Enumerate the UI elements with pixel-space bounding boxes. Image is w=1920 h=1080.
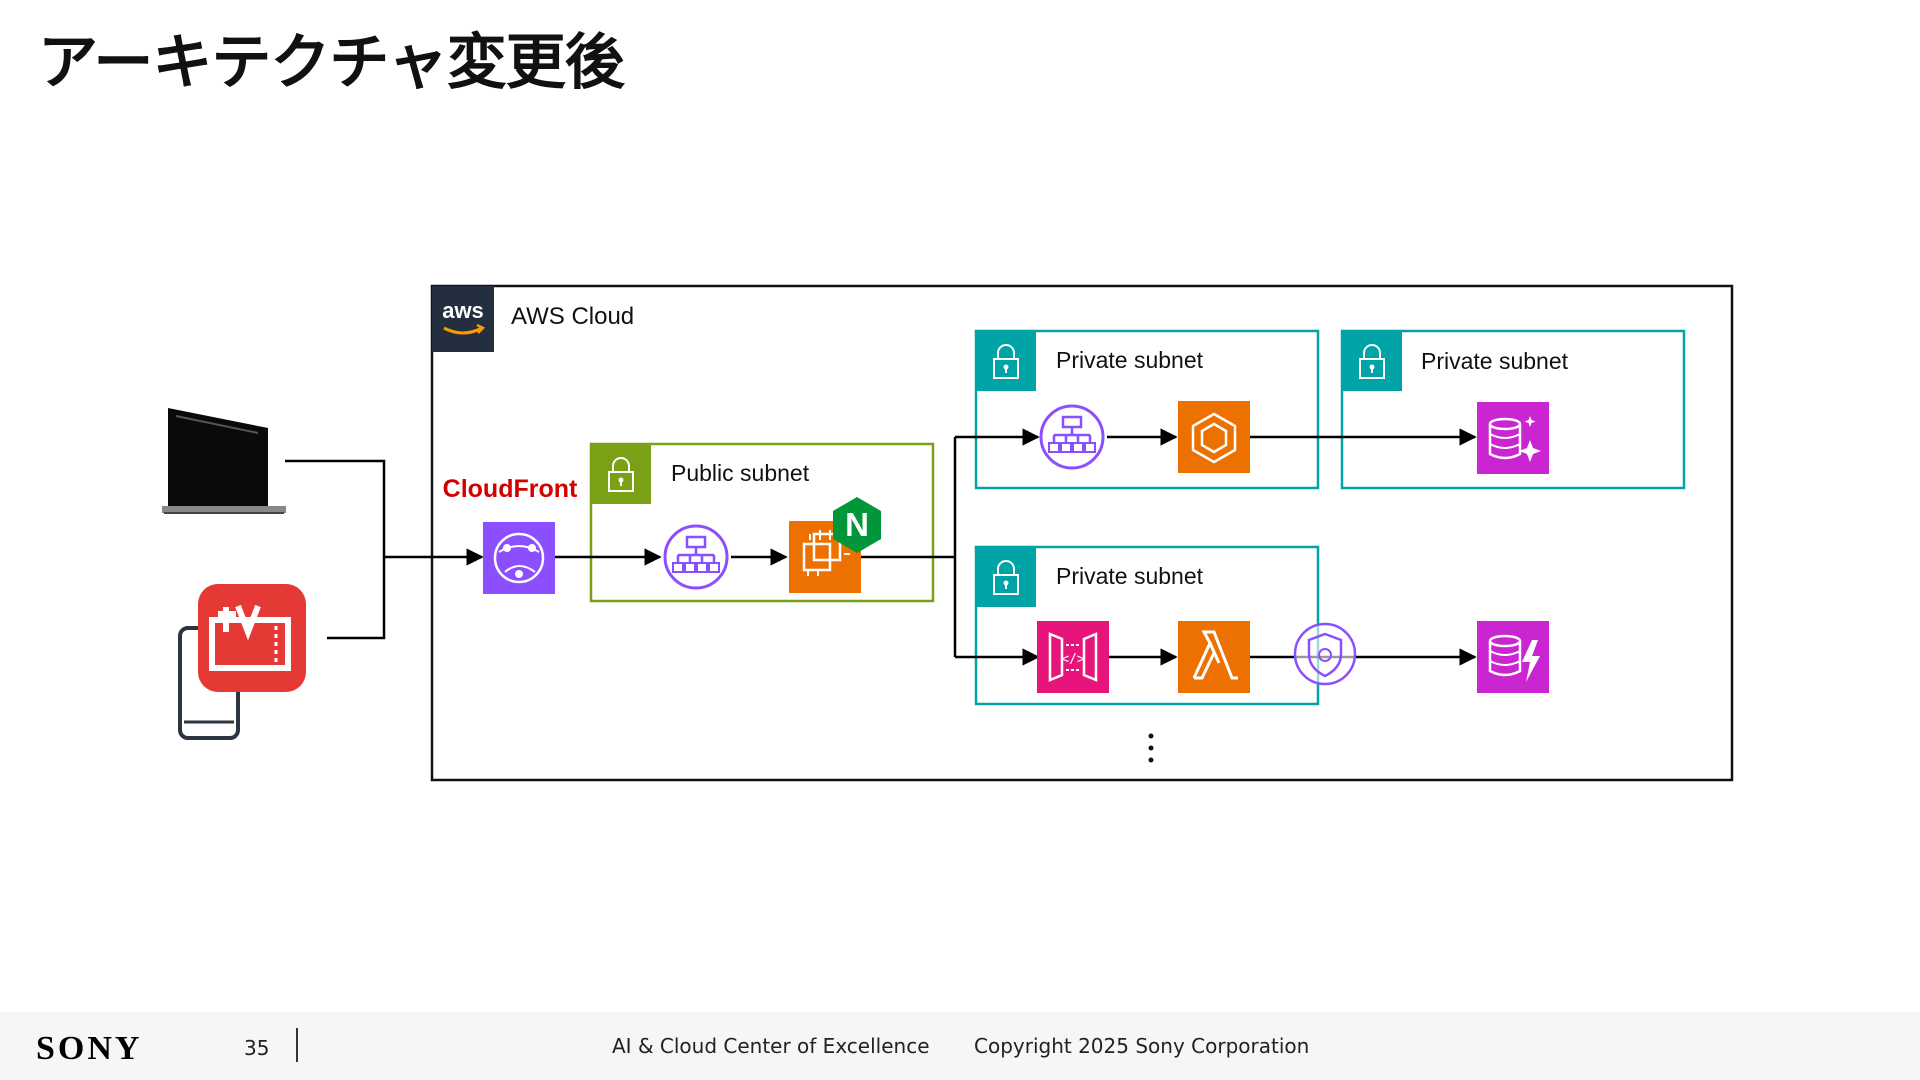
slide-title: アーキテクチャ変更後: [38, 28, 625, 98]
more-subnets-ellipsis-icon: [1148, 733, 1154, 763]
vpc-endpoint-icon: [1293, 622, 1357, 686]
copyright-text: Copyright 2025 Sony Corporation: [974, 1034, 1310, 1058]
architecture-diagram: aws AWS Cloud Public subnet Private subn…: [162, 284, 1734, 782]
tv-icon: [162, 408, 286, 514]
aws-logo-icon: aws: [432, 286, 494, 352]
public-subnet-box: [589, 442, 935, 603]
cloudfront-label: CloudFront: [443, 475, 578, 503]
svg-text:</>: </>: [1061, 652, 1085, 667]
tv-connector: [285, 459, 386, 557]
footer-divider: [296, 1028, 298, 1062]
aws-cloud-label: AWS Cloud: [511, 303, 634, 330]
private-subnet-top-label: Private subnet: [1056, 347, 1204, 373]
page-number: 35: [244, 1036, 270, 1060]
public-load-balancer-icon: [663, 524, 729, 590]
private-subnet-db-lock-icon: [1342, 331, 1402, 391]
database-icon: [1477, 402, 1549, 474]
ecs-icon: [1178, 401, 1250, 473]
sony-logo: SONY: [36, 1030, 143, 1067]
private-subnet-top-box: [974, 329, 1320, 490]
public-subnet-lock-icon: [591, 444, 651, 504]
cloudfront-icon: [483, 522, 555, 594]
private-subnet-bottom-label: Private subnet: [1056, 563, 1204, 589]
aws-logo-text: aws: [442, 298, 484, 323]
private-subnet-bottom-lock-icon: [976, 547, 1036, 607]
lambda-icon: [1178, 621, 1250, 693]
department-name: AI & Cloud Center of Excellence: [612, 1034, 930, 1058]
dynamodb-icon: [1477, 621, 1549, 693]
private-subnet-top-lock-icon: [976, 331, 1036, 391]
video-app-icon: [198, 584, 306, 692]
public-subnet-label: Public subnet: [671, 460, 810, 486]
nginx-icon: N: [833, 497, 881, 553]
app-connector: [327, 557, 386, 640]
nginx-letter: N: [845, 506, 869, 543]
internal-load-balancer-icon: [1039, 404, 1105, 470]
aws-cloud-boundary: [430, 284, 1734, 782]
private-subnet-db-label: Private subnet: [1421, 348, 1569, 374]
footer-bar: [0, 1012, 1920, 1080]
private-subnet-db-box: [1340, 329, 1686, 490]
api-gateway-icon: </>: [1037, 621, 1109, 693]
